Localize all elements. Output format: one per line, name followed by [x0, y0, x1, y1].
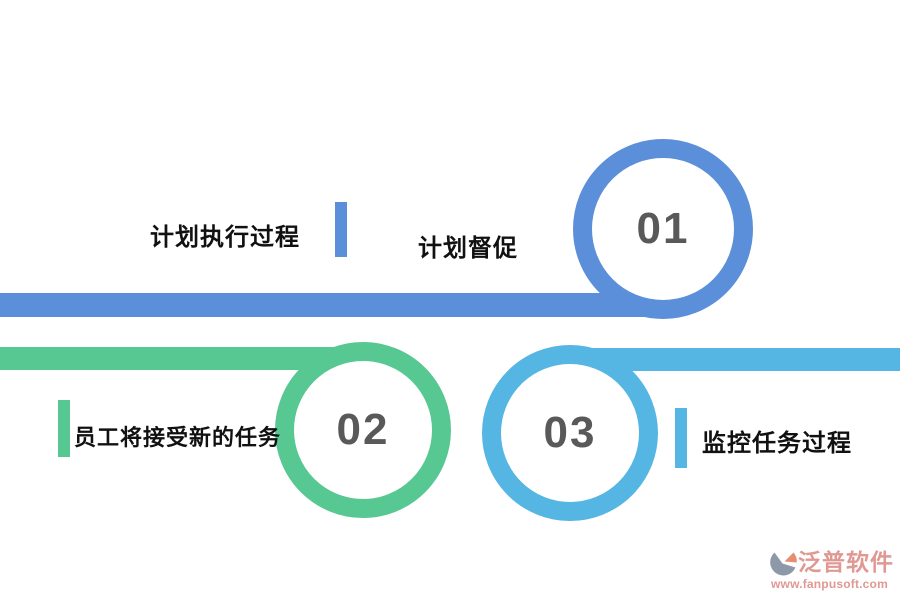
- step1-label-left: 计划执行过程: [150, 224, 300, 251]
- brand-url: www.fanpusoft.com: [771, 577, 888, 591]
- step-circle-03: 03: [482, 345, 658, 521]
- step2-label: 员工将接受新的任务: [74, 425, 282, 450]
- step3-accent-bar: [675, 408, 687, 468]
- connector-line-step2: [0, 347, 363, 370]
- fanpu-logo-icon: [770, 549, 798, 577]
- step1-separator-bar: [335, 202, 347, 257]
- step-number-01: 01: [636, 204, 690, 253]
- step-number-03: 03: [543, 408, 597, 457]
- connector-line-step1: [0, 293, 663, 317]
- connector-line-step3: [570, 348, 900, 371]
- step3-label: 监控任务过程: [702, 430, 852, 457]
- logo-swoosh-gray: [770, 552, 796, 576]
- brand-watermark: 泛普软件 www.fanpusoft.com: [770, 549, 898, 591]
- step-circle-01: 01: [573, 139, 753, 319]
- step-number-02: 02: [336, 405, 390, 454]
- step-circle-02: 02: [275, 342, 451, 518]
- step1-label-right: 计划督促: [418, 235, 518, 262]
- step2-accent-bar: [58, 400, 70, 457]
- brand-name: 泛普软件: [798, 549, 894, 576]
- logo-leaf-coral: [784, 552, 797, 563]
